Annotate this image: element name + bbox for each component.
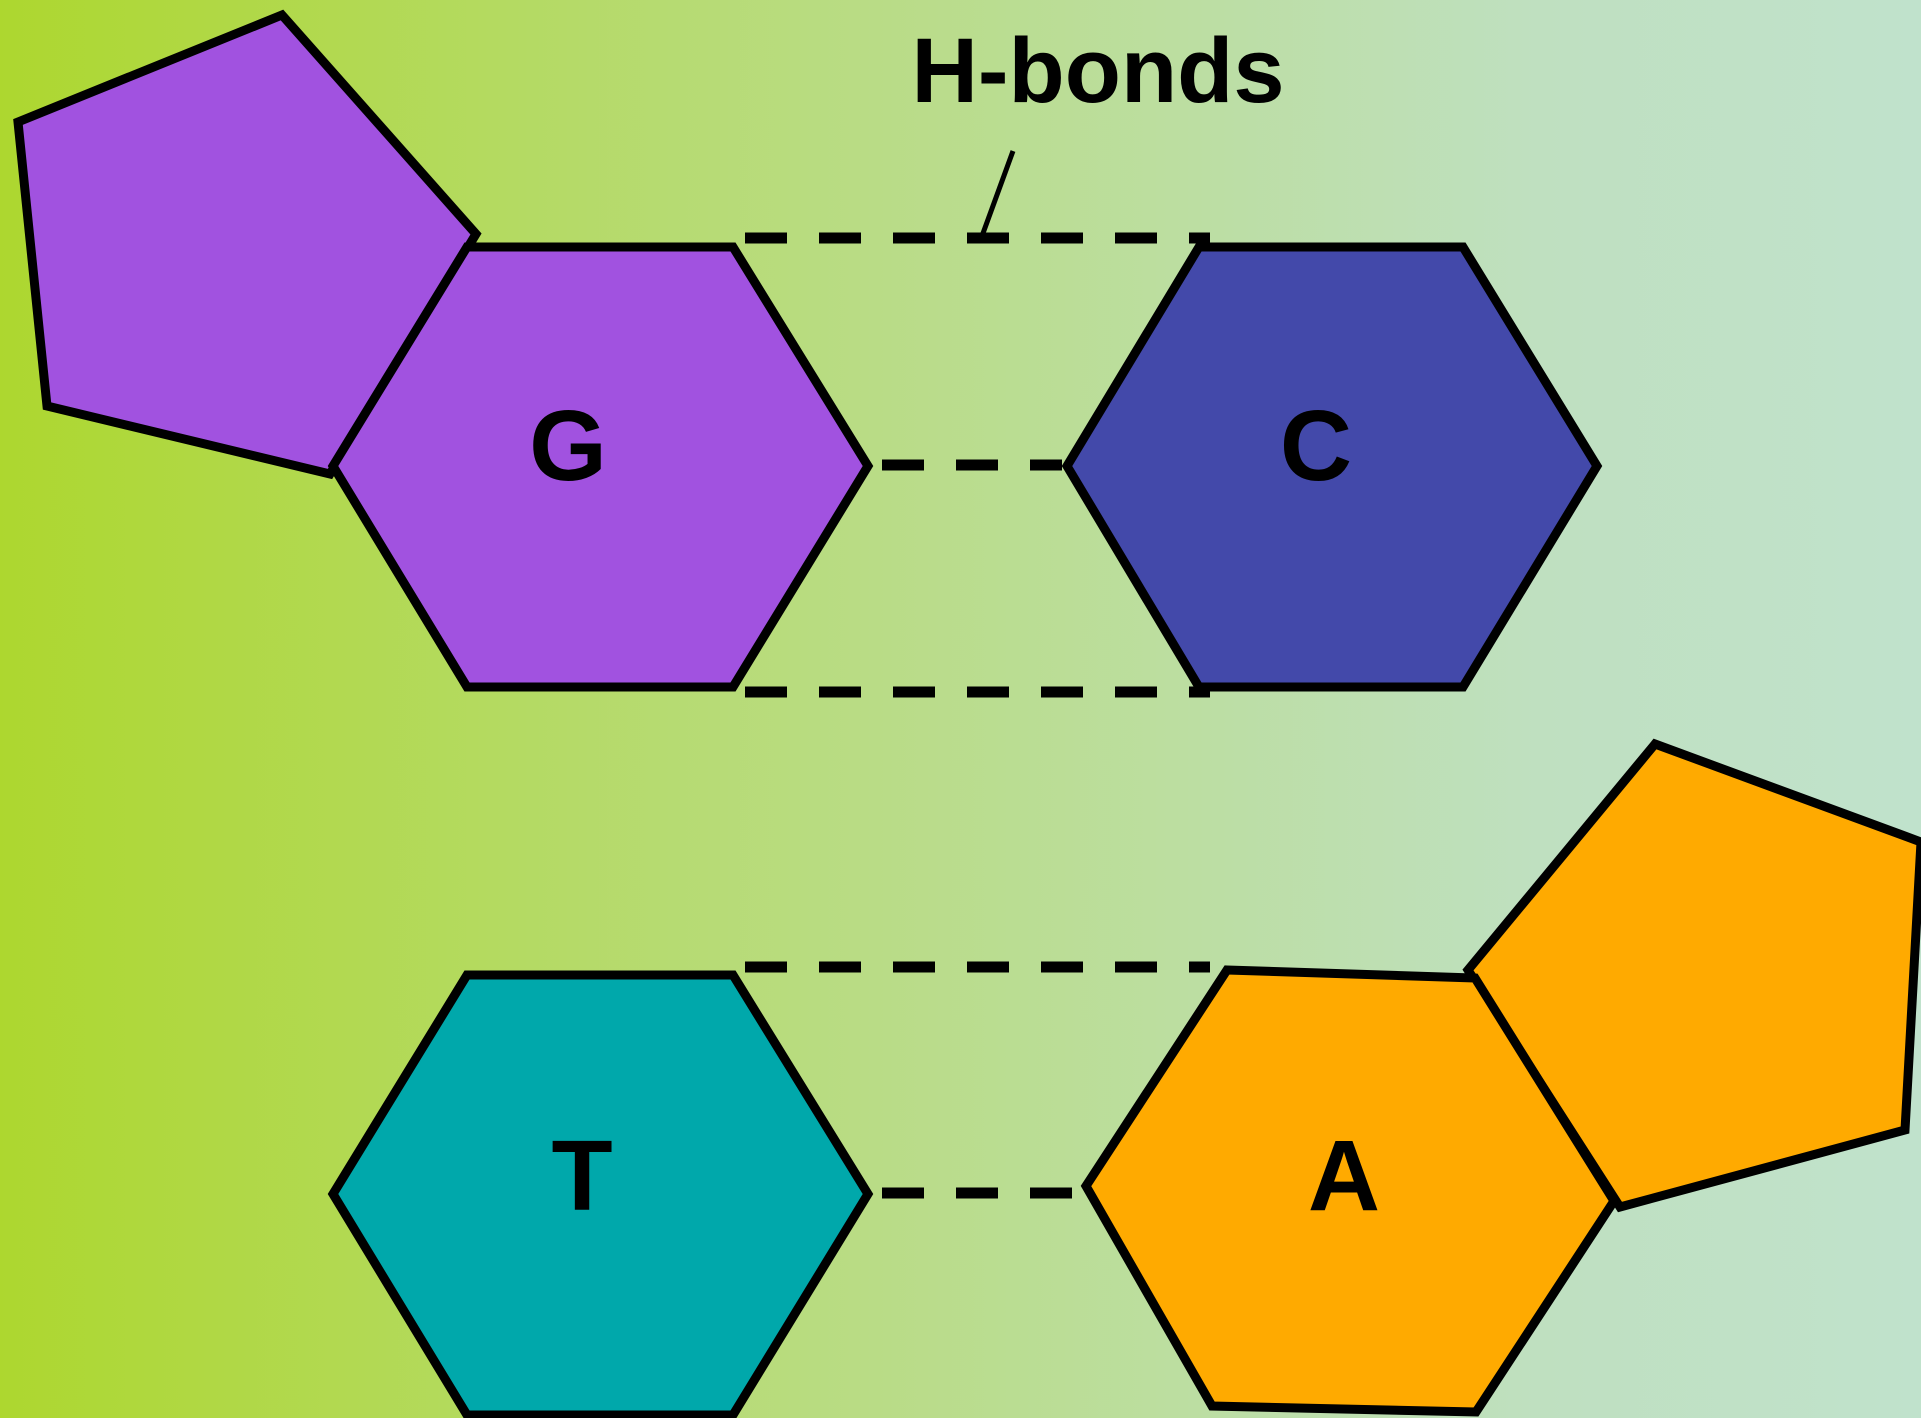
h-bonds-label: H-bonds — [911, 20, 1284, 122]
thymine-hexagon-ring — [327, 970, 874, 1418]
h-bonds-leader-line — [979, 150, 1016, 237]
thymine-label: T — [551, 1120, 612, 1232]
thymine-adenine-pair: T A — [327, 738, 1921, 1418]
guanine-label: G — [529, 390, 607, 502]
guanine-hexagon-ring — [327, 242, 874, 692]
guanine-cytosine-pair: G C — [13, 9, 1603, 698]
adenine-hexagon-ring — [1080, 965, 1620, 1417]
h-bonds-callout: H-bonds — [911, 20, 1285, 237]
adenine-label: A — [1308, 1120, 1380, 1232]
cytosine-label: C — [1280, 390, 1352, 502]
cytosine-hexagon-ring — [1061, 242, 1603, 692]
